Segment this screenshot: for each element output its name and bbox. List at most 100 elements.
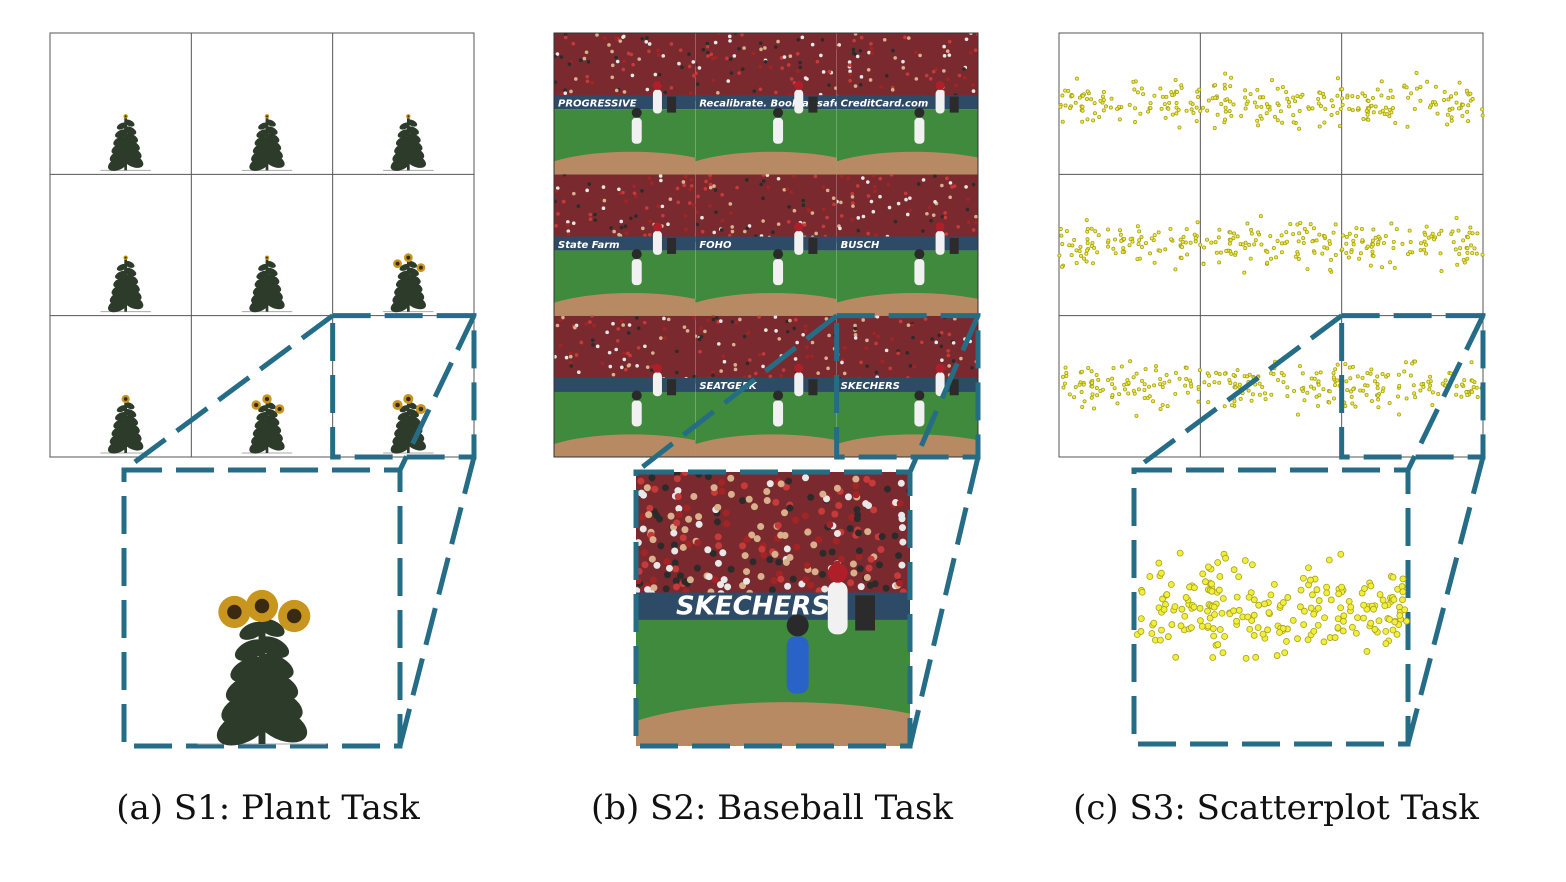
spectator (731, 342, 736, 347)
scatter-point (1077, 382, 1082, 387)
spectator (632, 184, 636, 189)
scatter-point (1382, 627, 1390, 635)
baseball-frame: SKECHERS (836, 315, 978, 457)
scatter-point (1280, 85, 1285, 90)
scatter-point (1287, 100, 1292, 105)
pitcher-head (631, 390, 642, 401)
leaf (407, 260, 418, 268)
spectator (870, 51, 874, 56)
spectator (670, 529, 678, 537)
spectator (904, 197, 908, 202)
spectator (737, 71, 741, 75)
spectator (890, 88, 895, 92)
scatter-point (1426, 235, 1431, 240)
leaf (258, 122, 269, 130)
scatter-point (1376, 397, 1381, 402)
scatter-point (1301, 236, 1306, 241)
scatter-point (1177, 376, 1182, 381)
flower-center (407, 115, 410, 118)
batter-body (827, 581, 848, 635)
spectator (661, 213, 665, 218)
scatter-point (1137, 229, 1142, 234)
pitcher-head (914, 390, 925, 401)
scatter-point (1180, 244, 1185, 249)
spectator (607, 350, 612, 355)
leaf (252, 143, 270, 155)
spectator (627, 331, 631, 335)
sunflower-plant (383, 114, 434, 171)
spectator (853, 84, 858, 88)
scatter-point (1321, 387, 1326, 392)
scatter-point (1216, 573, 1224, 580)
sunflower-plant (100, 394, 151, 454)
scatter-point (1465, 235, 1470, 240)
leaf (115, 129, 128, 138)
spectator (619, 219, 624, 224)
spectator (556, 212, 560, 216)
scatter-point (1147, 384, 1152, 389)
spectator (774, 90, 778, 95)
spectator (686, 576, 694, 584)
spectator (672, 577, 680, 585)
scatter-point (1106, 238, 1111, 243)
scatter-point (1313, 586, 1321, 594)
scatter-point (1250, 392, 1255, 397)
scatter-point (1314, 371, 1319, 376)
scatter-point (1314, 238, 1319, 243)
scatter-point (1349, 394, 1354, 399)
spectator (890, 337, 895, 342)
leaf (111, 425, 128, 438)
scatter-point (1318, 104, 1323, 109)
crowd (554, 174, 696, 243)
scatter-point (1219, 101, 1224, 106)
spectator (628, 353, 632, 358)
spectator (607, 43, 611, 47)
scatter-point (1223, 117, 1228, 122)
scatter-point (1229, 75, 1234, 80)
spectator (807, 493, 815, 501)
spectator (704, 473, 712, 481)
scatter-point (1298, 94, 1303, 99)
scatter-point (1436, 232, 1441, 237)
leaf (254, 418, 269, 429)
spectator (711, 315, 716, 319)
scatter-point (1370, 238, 1375, 243)
sunflower-plant (383, 253, 434, 313)
leaf (265, 119, 276, 127)
spectator (826, 521, 834, 529)
spectator (832, 202, 836, 207)
scatter-point (1171, 603, 1179, 611)
spectator (847, 63, 852, 67)
spectator (793, 543, 801, 551)
spectator (815, 59, 820, 64)
spectator (677, 572, 685, 580)
spectator (876, 334, 881, 339)
spectator (803, 76, 808, 80)
spectator (931, 69, 936, 74)
leaf (123, 133, 139, 144)
spectator (771, 230, 775, 234)
zoom-box (1131, 467, 1411, 747)
scatter-point (1079, 253, 1084, 258)
scatter-point (1131, 388, 1136, 393)
scatter-point (1308, 222, 1313, 227)
leaf (265, 260, 276, 268)
leaf (406, 126, 419, 135)
scatter-point (1077, 95, 1082, 100)
spectator (747, 374, 752, 379)
spectator (662, 327, 667, 331)
spectator (971, 83, 975, 87)
spectator (713, 40, 718, 45)
scatter-point (1468, 243, 1473, 248)
scatter-point (1381, 241, 1386, 246)
scatter-point (1131, 375, 1136, 380)
spectator (660, 204, 665, 209)
spectator (800, 35, 805, 40)
spectator (901, 66, 906, 70)
scatter-point (1089, 226, 1094, 231)
scatter-point (1135, 257, 1140, 262)
spectator (610, 75, 615, 80)
pitcher-head (914, 249, 925, 260)
leaf (394, 143, 411, 155)
scatter-point (1395, 394, 1400, 399)
